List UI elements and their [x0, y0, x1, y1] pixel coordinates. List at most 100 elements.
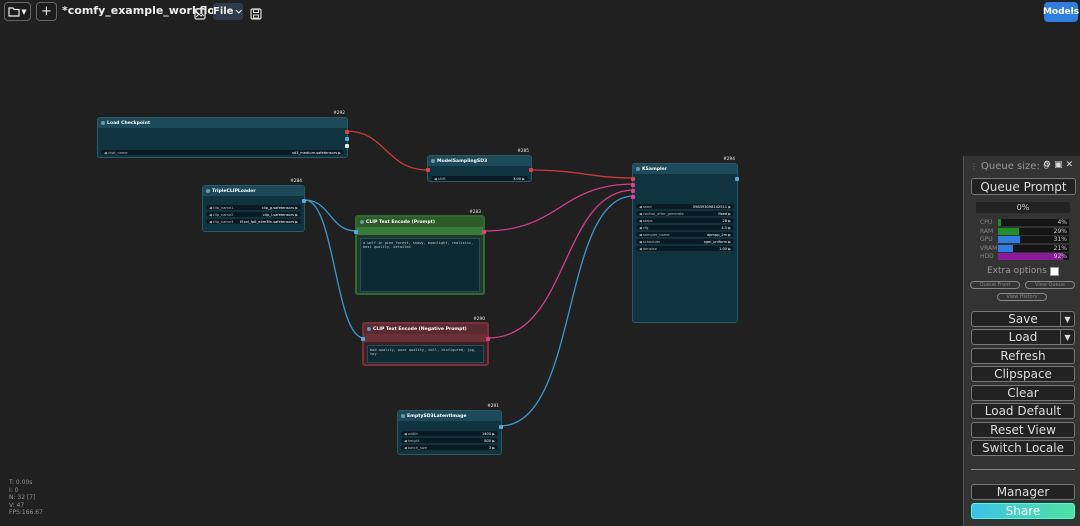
refresh-button[interactable]: Refresh [971, 348, 1075, 364]
output-slot-latent[interactable] [499, 425, 503, 429]
output-slot-model[interactable] [529, 168, 533, 172]
input-slot-model[interactable] [631, 177, 635, 181]
node-title: EmptySD3LatentImage [407, 413, 467, 419]
node-id: #294 [723, 157, 735, 162]
switch-locale-button[interactable]: Switch Locale [971, 440, 1075, 456]
output-slot-conditioning[interactable] [486, 337, 490, 341]
node-title: CLIP Text Encode (Prompt) [366, 219, 435, 225]
share-button[interactable]: Share [971, 503, 1075, 519]
link-clip-pos [304, 199, 357, 232]
link-positive [483, 183, 635, 232]
workflow-menu-button[interactable]: ▼ [4, 2, 31, 21]
input-slot-model[interactable] [426, 168, 430, 172]
render-stats: T: 0.00s I: 0 N: 32 [7] V: 47 FPS:166.67 [9, 479, 43, 517]
link-model [345, 130, 429, 171]
chevron-down-icon[interactable]: ▼ [1060, 312, 1074, 326]
workflow-tab-title[interactable]: *comfy_example_workflo... [62, 4, 228, 17]
queue-size-label: Queue size: 0 [981, 161, 1050, 172]
prompt-textbox[interactable]: a wolf in pine forest, snowy, moonlight,… [360, 238, 480, 292]
folder-icon [8, 6, 20, 17]
node-id: #285 [517, 149, 529, 154]
node-id: #283 [469, 210, 481, 215]
close-icon[interactable]: ✕ [1065, 160, 1074, 170]
reset-view-button[interactable]: Reset View [971, 422, 1075, 438]
chevron-down-icon[interactable]: ▼ [1060, 330, 1074, 344]
input-slot-positive[interactable] [631, 183, 635, 187]
view-queue-button[interactable]: View Queue [1025, 281, 1075, 289]
node-id: #290 [473, 317, 485, 322]
output-slot-clip[interactable] [345, 137, 349, 141]
node-title: CLIP Text Encode (Negative Prompt) [373, 326, 467, 332]
models-button[interactable]: Models [1043, 2, 1079, 22]
save-button[interactable]: Save ▼ [971, 311, 1075, 327]
floppy-icon[interactable] [250, 5, 262, 24]
queue-prompt-button[interactable]: Queue Prompt [971, 178, 1076, 195]
node-title: TripleCLIPLoader [212, 188, 256, 194]
manager-button[interactable]: Manager [971, 484, 1075, 500]
node-id: #292 [333, 111, 345, 116]
output-slot-conditioning[interactable] [482, 230, 486, 234]
divider [971, 469, 1075, 470]
top-bar: ▼ + *comfy_example_workflo... File Model… [0, 0, 1080, 24]
node-title: KSampler [642, 166, 667, 172]
load-button[interactable]: Load ▼ [971, 329, 1075, 345]
input-slot-latent[interactable] [631, 195, 635, 199]
output-slot-latent[interactable] [735, 177, 739, 181]
load-default-button[interactable]: Load Default [971, 403, 1075, 419]
progress-bar: 0% [976, 202, 1070, 213]
node-clip-text-encode-negative[interactable]: #290 CLIP Text Encode (Negative Prompt) … [361, 317, 490, 366]
input-slot-clip[interactable] [354, 230, 358, 234]
image-icon[interactable] [194, 5, 206, 24]
gear-icon[interactable]: ⚙ [1043, 160, 1052, 170]
queue-front-button[interactable]: Queue Front [970, 281, 1020, 289]
extra-options-checkbox[interactable] [1049, 266, 1059, 276]
output-slot-model[interactable] [345, 130, 349, 134]
clear-button[interactable]: Clear [971, 385, 1075, 401]
node-title: Load Checkpoint [107, 120, 151, 126]
output-slot-vae[interactable] [345, 144, 349, 148]
file-menu[interactable]: File [213, 3, 243, 20]
negative-prompt-textbox[interactable]: bad quality, poor quality, doll, disfigu… [367, 345, 484, 363]
chevron-down-icon [236, 9, 243, 14]
clipspace-button[interactable]: Clipspace [971, 366, 1075, 382]
node-title: ModelSamplingSD3 [437, 158, 488, 164]
input-slot-negative[interactable] [631, 189, 635, 193]
image-gallery-icon[interactable]: ▣ [1054, 160, 1063, 170]
extra-options[interactable]: Extra options [987, 266, 1059, 276]
link-latent [499, 195, 635, 427]
link-model-sampled [529, 169, 635, 179]
view-history-button[interactable]: View History [997, 293, 1047, 301]
drag-handle-icon[interactable]: ⋮⋮ [970, 162, 986, 171]
output-slot-clip[interactable] [302, 199, 306, 203]
input-slot-clip[interactable] [361, 337, 365, 341]
node-clip-text-encode-positive[interactable]: #283 CLIP Text Encode (Prompt) a wolf in… [354, 210, 486, 295]
node-id: #291 [487, 404, 499, 409]
link-clip-neg [304, 199, 365, 339]
new-workflow-button[interactable]: + [36, 2, 57, 21]
